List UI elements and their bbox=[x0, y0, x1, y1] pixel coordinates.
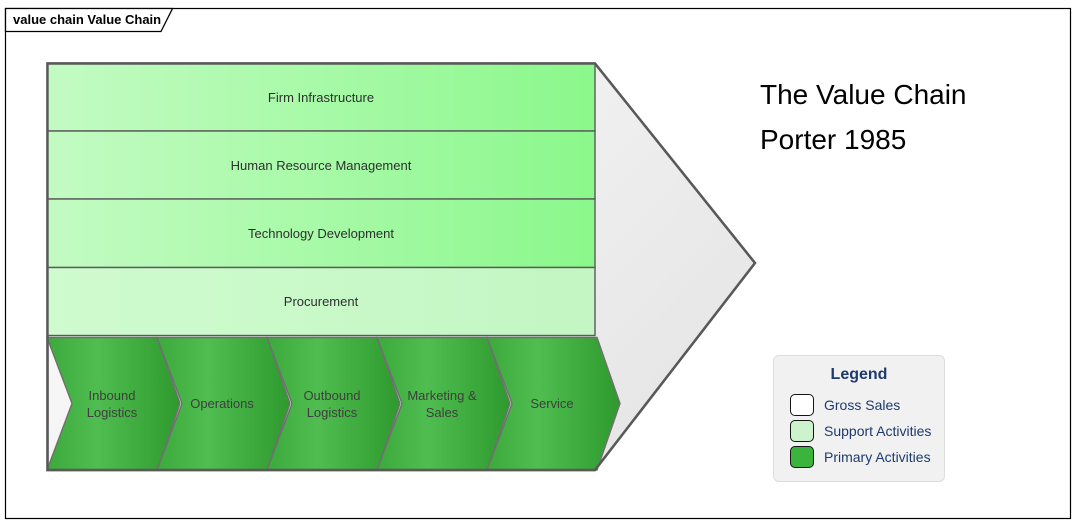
gross-sales-swatch-icon bbox=[790, 394, 814, 416]
legend-title: Legend bbox=[830, 366, 888, 383]
support-activity-band-procurement[interactable] bbox=[46, 266, 596, 337]
primary-activities-swatch-icon bbox=[790, 446, 814, 468]
support-activity-band-technology-development[interactable] bbox=[46, 198, 596, 269]
legend-item-label: Support Activities bbox=[824, 423, 932, 439]
support-activity-band-firm-infrastructure[interactable] bbox=[46, 62, 596, 132]
legend-item-label: Gross Sales bbox=[824, 397, 901, 413]
support-activities-swatch-icon bbox=[790, 420, 814, 442]
legend-item-gross-sales: Gross Sales bbox=[774, 392, 944, 418]
legend-item-primary-activities: Primary Activities bbox=[774, 444, 944, 470]
diagram-tab bbox=[4, 7, 174, 33]
legend-box: Legend Gross Sales Support Activities Pr… bbox=[773, 355, 945, 482]
support-activity-band-human-resource-management[interactable] bbox=[46, 130, 596, 200]
legend-item-label: Primary Activities bbox=[824, 449, 931, 465]
legend-rows: Gross Sales Support Activities Primary A… bbox=[774, 392, 944, 470]
legend-item-support-activities: Support Activities bbox=[774, 418, 944, 444]
